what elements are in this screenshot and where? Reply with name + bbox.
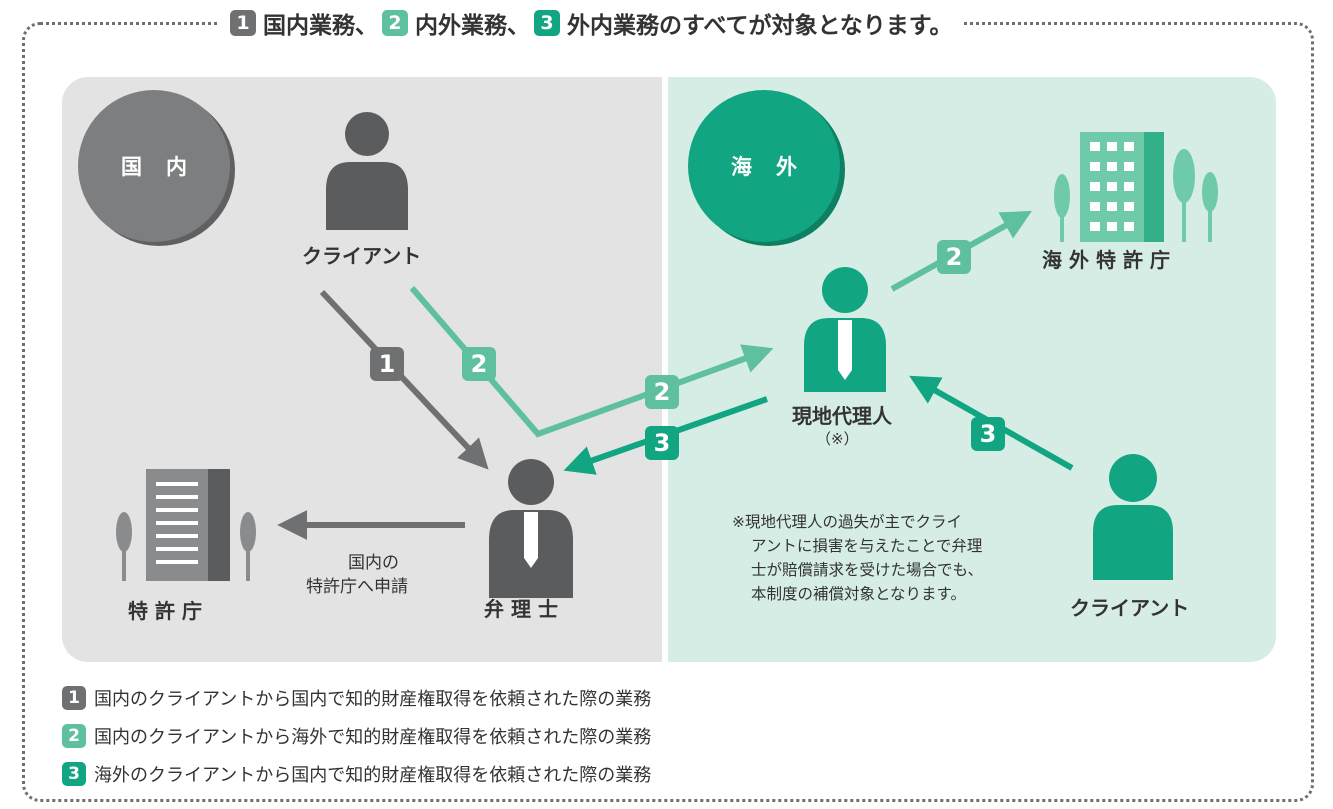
patent-office-label: 特許庁 bbox=[128, 599, 209, 623]
overseas-client-label: クライアント bbox=[1070, 596, 1190, 620]
title-text-2: 内外業務、 bbox=[415, 13, 530, 39]
overseas-patent-office-building-icon bbox=[1054, 132, 1218, 242]
domestic-filing-label-line1: 国内の bbox=[348, 553, 399, 573]
footnote-line-3: 士が賠償請求を受けた場合でも、 bbox=[751, 561, 984, 579]
local-agent-note-mark: （※） bbox=[816, 430, 859, 448]
diagram-title: 1 国内業務、 2 内外業務、 3 外内業務のすべてが対象となります。 bbox=[218, 3, 965, 43]
domestic-client-label: クライアント bbox=[302, 244, 422, 268]
legend-item-1: 1 国内のクライアントから国内で知的財産権取得を依頼された際の業務 bbox=[62, 679, 651, 717]
patent-attorney-person-icon bbox=[489, 459, 573, 598]
footnote-line-2: アントに損害を与えたことで弁理 bbox=[751, 537, 983, 555]
title-badge-1: 1 bbox=[230, 10, 256, 36]
legend: 1 国内のクライアントから国内で知的財産権取得を依頼された際の業務 2 国内のク… bbox=[62, 679, 651, 793]
patent-office-building-icon bbox=[116, 469, 256, 581]
badge-arrow-3a: 3 bbox=[645, 426, 679, 460]
title-badge-3: 3 bbox=[534, 10, 560, 36]
overseas-client-person-icon bbox=[1093, 454, 1173, 580]
legend-text-1: 国内のクライアントから国内で知的財産権取得を依頼された際の業務 bbox=[94, 689, 652, 710]
legend-badge-1: 1 bbox=[62, 686, 86, 710]
title-text-3: 外内業務のすべてが対象となります。 bbox=[567, 13, 953, 39]
legend-item-3: 3 海外のクライアントから国内で知的財産権取得を依頼された際の業務 bbox=[62, 755, 651, 793]
footnote-line-4: 本制度の補償対象となります。 bbox=[751, 585, 966, 603]
local-agent-label: 現地代理人 bbox=[792, 404, 892, 428]
legend-badge-2: 2 bbox=[62, 724, 86, 748]
local-agent-footnote: ※現地代理人の過失が主でクライ アントに損害を与えたことで弁理 士が賠償請求を受… bbox=[732, 510, 1032, 606]
badge-arrow-1: 1 bbox=[370, 347, 404, 381]
overseas-region-circle: 海外 bbox=[688, 90, 840, 242]
domestic-region-circle: 国内 bbox=[78, 90, 230, 242]
legend-text-3: 海外のクライアントから国内で知的財産権取得を依頼された際の業務 bbox=[94, 765, 652, 786]
footnote-line-1: ※現地代理人の過失が主でクライ bbox=[732, 513, 962, 531]
badge-arrow-2c: 2 bbox=[937, 240, 971, 274]
legend-badge-3: 3 bbox=[62, 762, 86, 786]
title-text-1: 国内業務、 bbox=[263, 13, 378, 39]
badge-arrow-2b: 2 bbox=[645, 375, 679, 409]
legend-item-2: 2 国内のクライアントから海外で知的財産権取得を依頼された際の業務 bbox=[62, 717, 651, 755]
legend-text-2: 国内のクライアントから海外で知的財産権取得を依頼された際の業務 bbox=[94, 727, 652, 748]
patent-attorney-label: 弁理士 bbox=[484, 597, 565, 621]
domestic-filing-label-line2: 特許庁へ申請 bbox=[306, 577, 408, 597]
arrow-2-client-to-agent bbox=[409, 286, 774, 438]
badge-arrow-3b: 3 bbox=[971, 417, 1005, 451]
local-agent-person-icon bbox=[804, 267, 886, 392]
badge-arrow-2a: 2 bbox=[462, 347, 496, 381]
domestic-client-person-icon bbox=[326, 112, 408, 230]
title-badge-2: 2 bbox=[382, 10, 408, 36]
overseas-patent-office-label: 海外特許庁 bbox=[1042, 248, 1177, 272]
